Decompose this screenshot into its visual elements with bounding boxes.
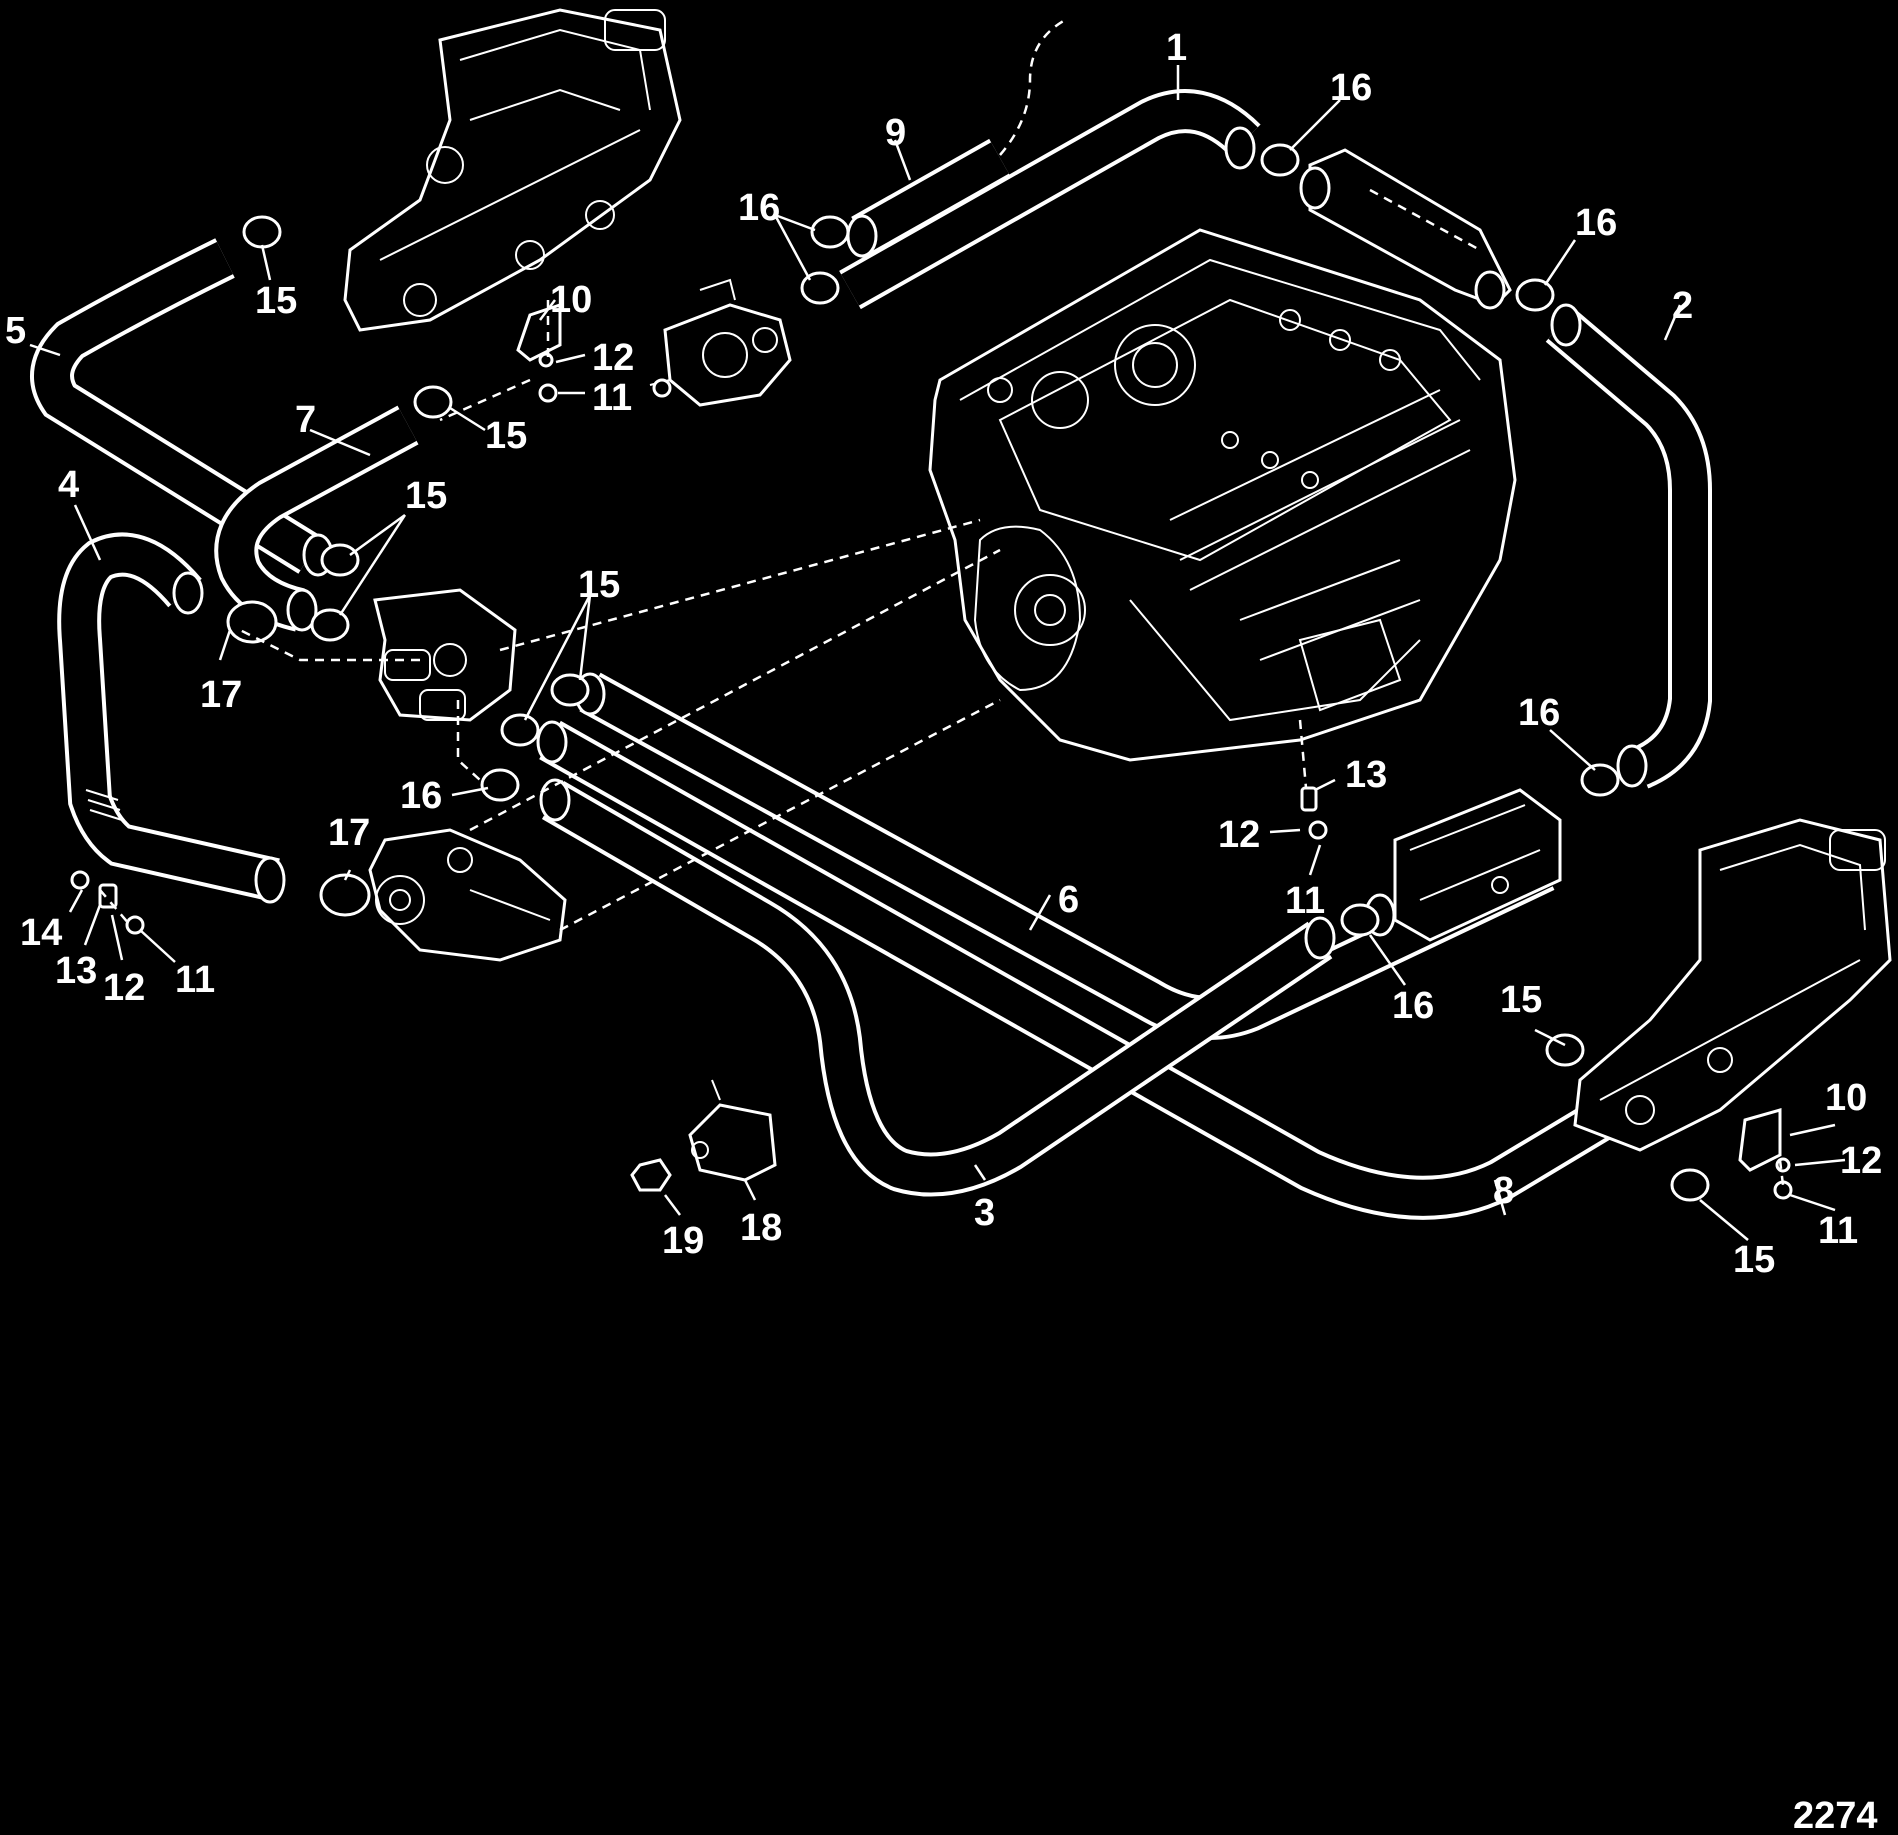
callout-17: 17 [200, 674, 242, 716]
callout-4: 4 [58, 464, 79, 506]
callout-19: 19 [662, 1220, 704, 1262]
callout-15: 15 [405, 475, 447, 517]
assembly-lines [99, 188, 1785, 1186]
callout-10: 10 [550, 279, 592, 321]
elbow-fitting-left [516, 302, 562, 362]
callout-8: 8 [1493, 1170, 1514, 1212]
figure-number: 2274 [1793, 1795, 1878, 1835]
callout-16: 16 [738, 187, 780, 229]
callout-6: 6 [1058, 879, 1079, 921]
callout-5: 5 [5, 310, 26, 352]
drain-plug-center [1300, 786, 1328, 840]
callout-15: 15 [1500, 979, 1542, 1021]
callout-13: 13 [1345, 754, 1387, 796]
engine-block [928, 228, 1517, 762]
callout-13: 13 [55, 950, 97, 992]
callout-16: 16 [1330, 67, 1372, 109]
elbow-fitting-right [1738, 1108, 1782, 1172]
seawater-pump [368, 828, 567, 962]
callout-15: 15 [485, 415, 527, 457]
callout-16: 16 [400, 775, 442, 817]
callout-12: 12 [1840, 1140, 1882, 1182]
callout-16: 16 [1518, 692, 1560, 734]
hose-5 [30, 238, 334, 577]
callout-9: 9 [885, 112, 906, 154]
callout-12: 12 [1218, 814, 1260, 856]
hose-bracket [688, 1079, 777, 1182]
callout-16: 16 [1392, 985, 1434, 1027]
fuel-cooler [1364, 788, 1562, 942]
leader-lines [29, 65, 1846, 1241]
callout-18: 18 [740, 1207, 782, 1249]
hose-8 [536, 720, 1662, 1220]
power-steering-cooler [1299, 148, 1512, 310]
hose-4 [57, 532, 286, 904]
thermostat-housing [649, 278, 792, 407]
callout-12: 12 [592, 337, 634, 379]
drain-plug-left [70, 870, 145, 935]
callout-3: 3 [974, 1192, 995, 1234]
left-exhaust-manifold [343, 8, 682, 332]
callout-14: 14 [20, 912, 62, 954]
callout-1: 1 [1166, 27, 1187, 69]
callout-16: 16 [1575, 202, 1617, 244]
nut [630, 1158, 672, 1192]
drain-plug-upper [538, 352, 558, 403]
hose-9 [846, 18, 1066, 258]
hose-7 [214, 405, 419, 632]
right-exhaust-manifold [1573, 818, 1892, 1152]
callout-11: 11 [1818, 1210, 1858, 1252]
hose-1 [839, 89, 1261, 310]
callout-11: 11 [1285, 880, 1325, 922]
callout-7: 7 [295, 399, 316, 441]
hose-3 [539, 778, 1336, 1197]
callout-2: 2 [1672, 285, 1693, 327]
callout-17: 17 [328, 812, 370, 854]
callout-15: 15 [255, 280, 297, 322]
callout-11: 11 [592, 377, 632, 419]
callout-10: 10 [1825, 1077, 1867, 1119]
callout-11: 11 [175, 959, 215, 1001]
callout-15: 15 [578, 564, 620, 606]
callout-12: 12 [103, 967, 145, 1009]
hose-2 [1545, 303, 1712, 789]
distribution-housing [373, 588, 517, 722]
callout-labels: 1 16 9 16 16 2 5 15 10 12 11 15 7 4 15 1… [5, 27, 1882, 1281]
callout-15: 15 [1733, 1239, 1775, 1281]
